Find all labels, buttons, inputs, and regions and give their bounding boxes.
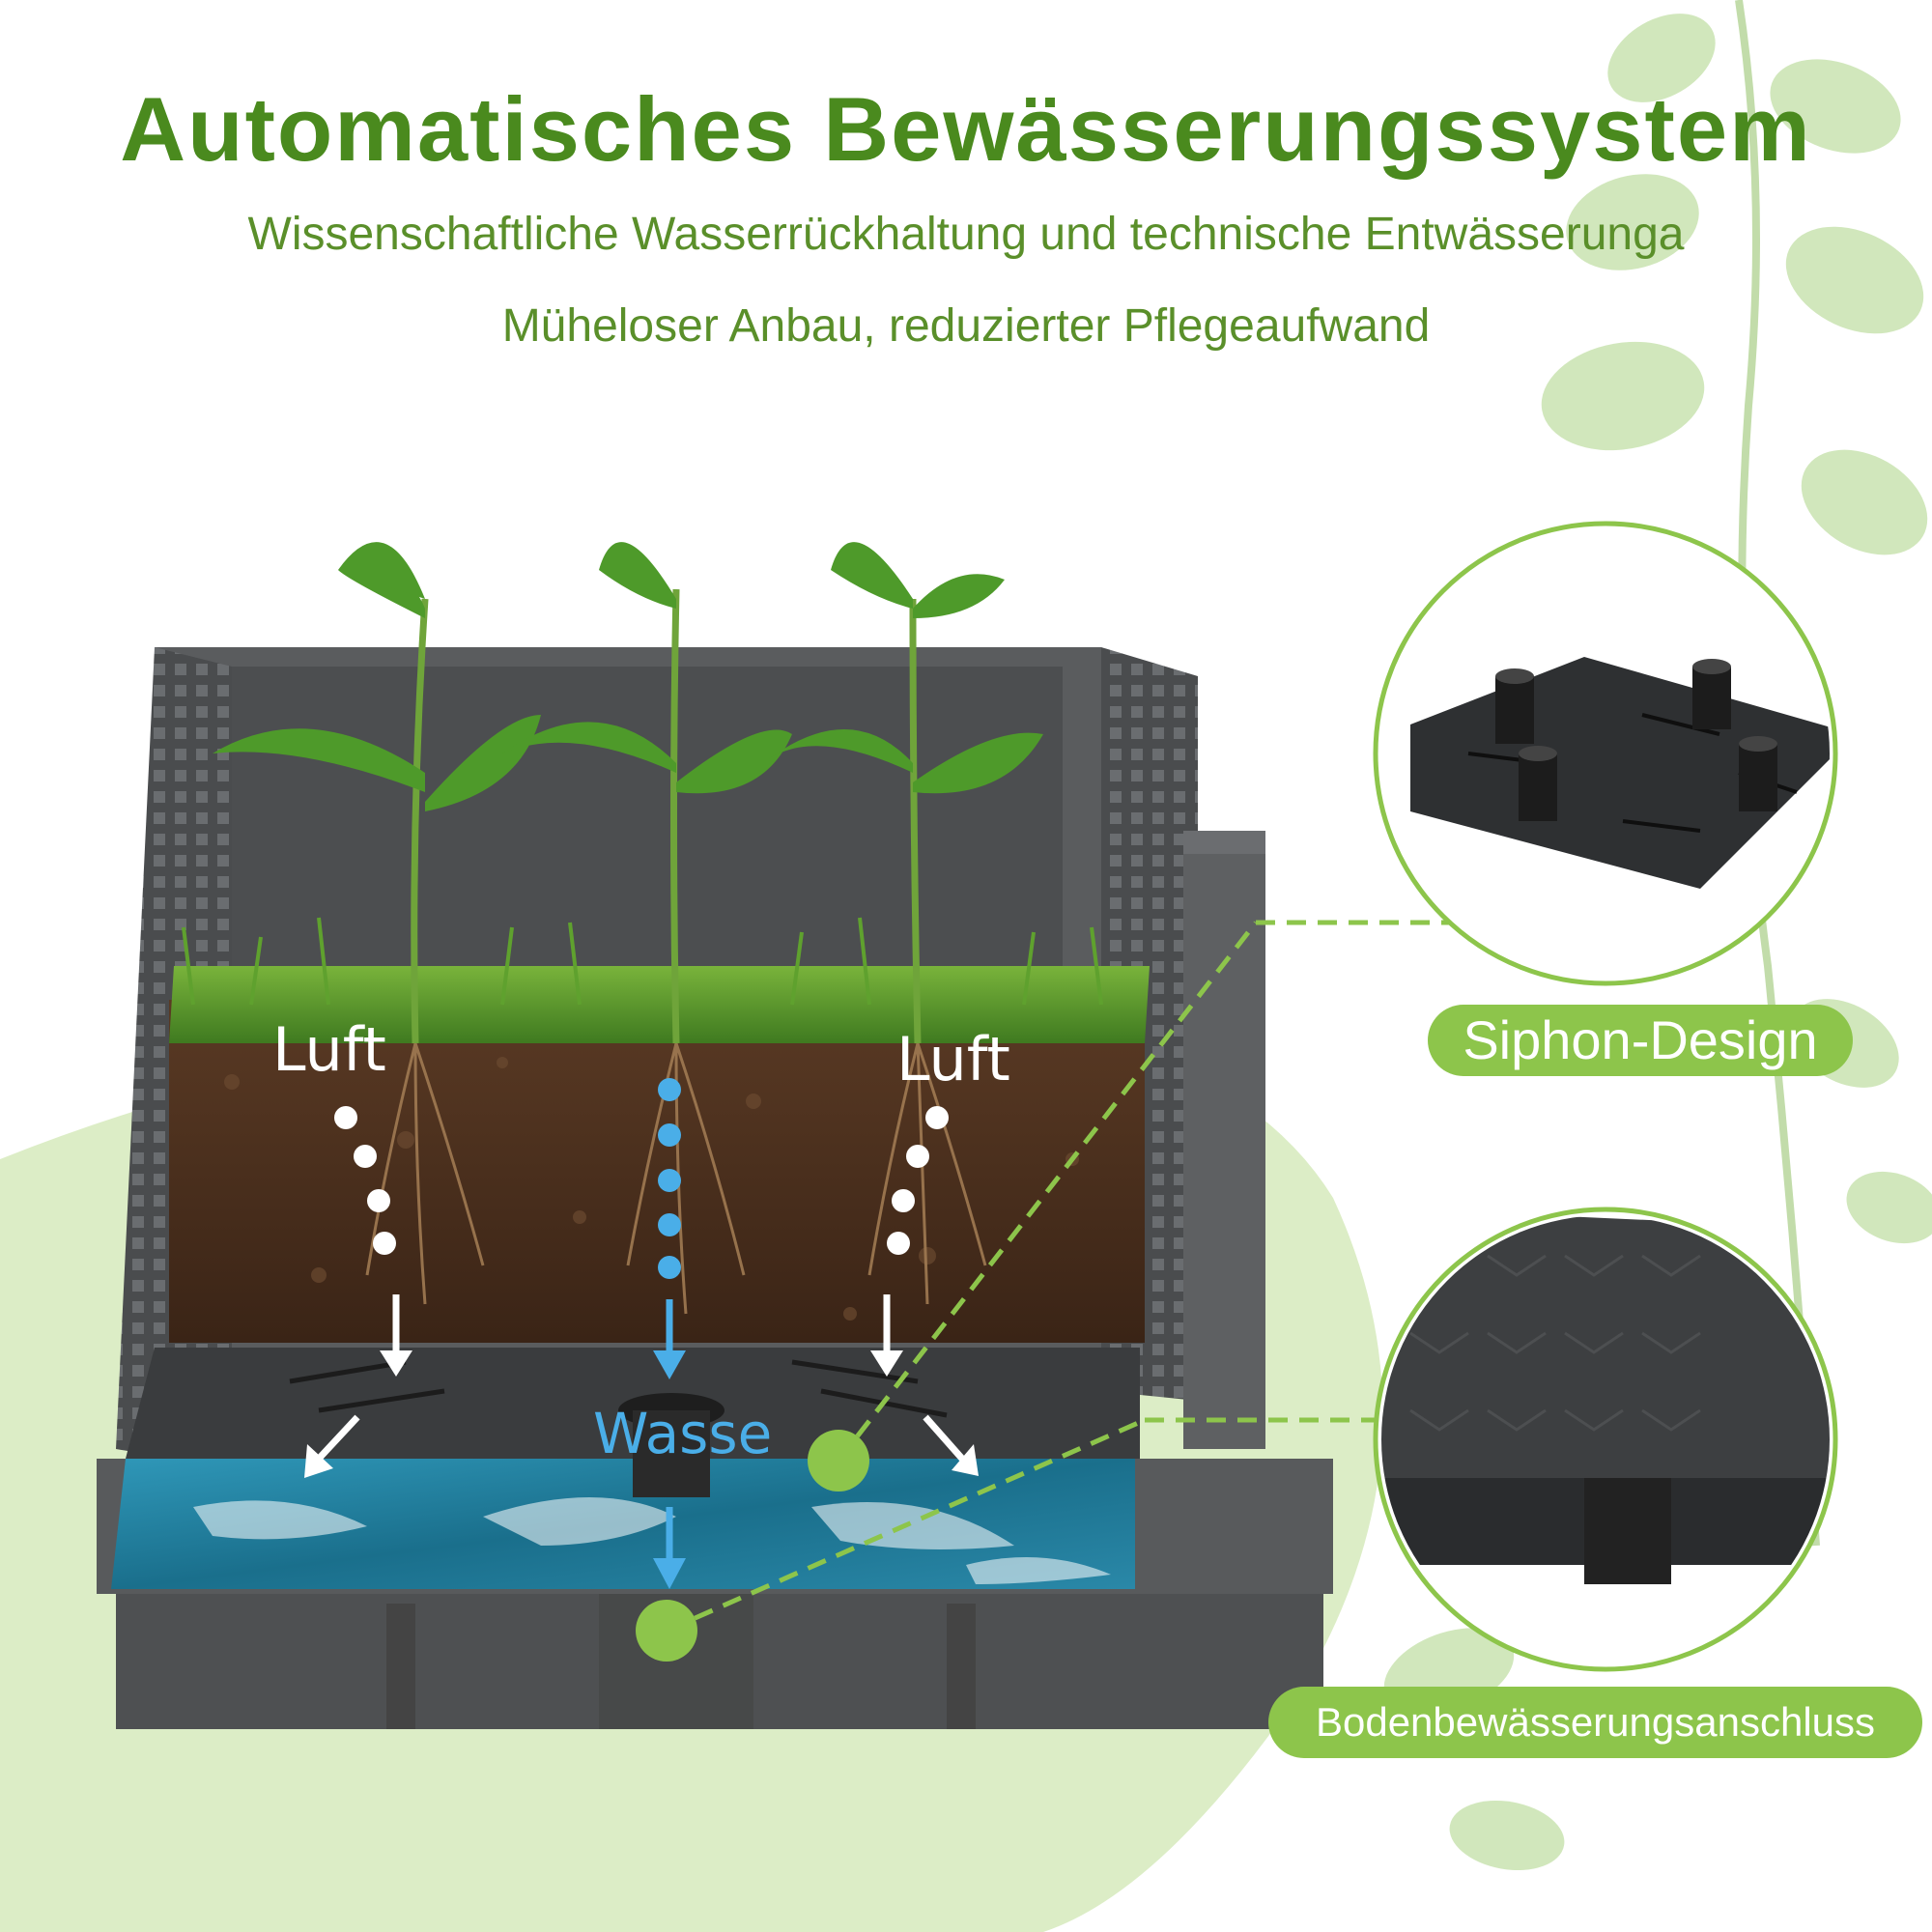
air-label-right: Luft [896,1024,1010,1094]
subtitle-line-1: Wissenschaftliche Wasserrückhaltung und … [247,209,1685,260]
air-dots-left [334,1106,396,1255]
soil-block [169,1000,1145,1343]
callout-dot-icon [636,1600,697,1662]
callout-dot-icon [808,1430,869,1492]
water-label: Wasse [593,1401,773,1466]
bottom-detail-image [1381,1215,1830,1663]
bottom-irrigation-badge: Bodenbewässerungsanschluss [1268,1687,1922,1758]
subtitle-line-2: Müheloser Anbau, reduzierter Pflegeaufwa… [501,300,1431,352]
siphon-detail-image [1381,529,1830,978]
down-arrow-icon [304,1294,979,1478]
seedling-plants [213,542,1043,1044]
callout-lines [665,920,1478,1634]
air-label-left: Luft [272,1014,386,1085]
page-title: Automatisches Bewässerungssystem [120,78,1812,180]
air-dots-right [887,1106,949,1255]
water-dots [658,1078,681,1279]
siphon-design-badge: Siphon-Design [1428,1005,1853,1076]
water-arrow-icon [653,1299,686,1589]
